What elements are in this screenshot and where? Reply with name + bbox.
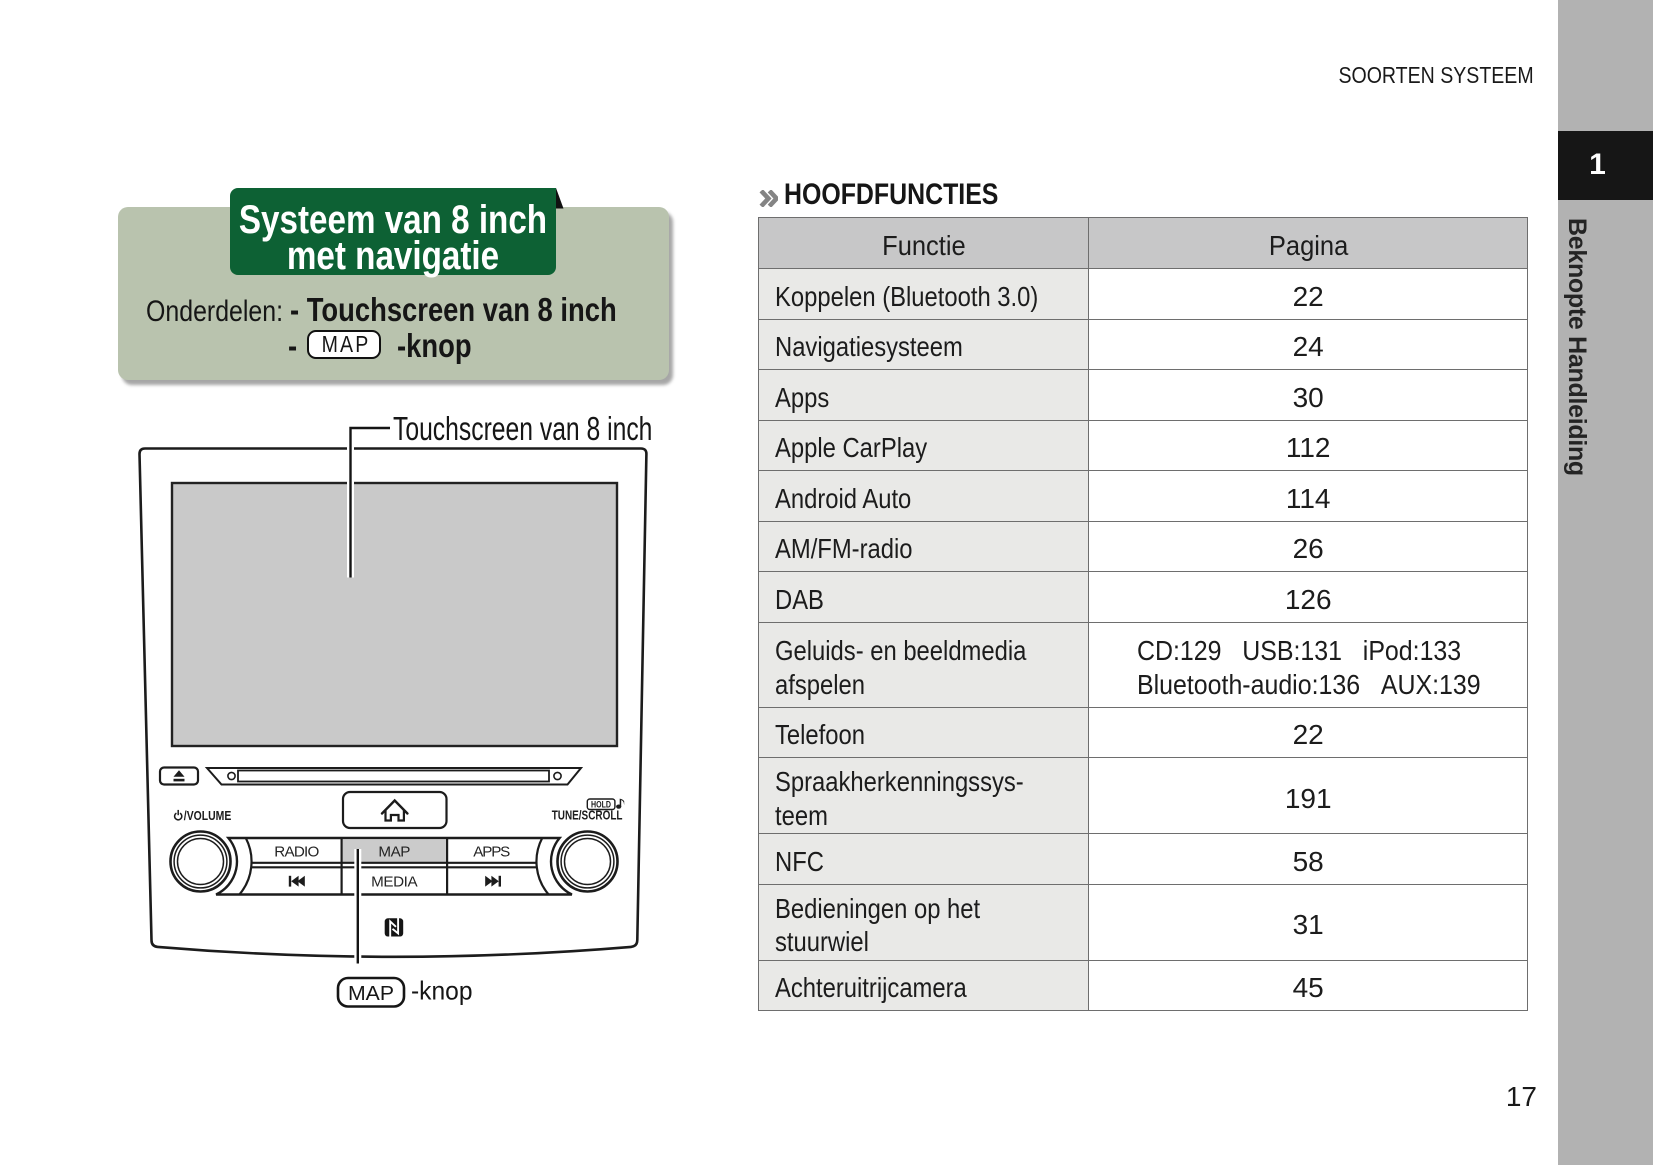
svg-text:TUNE/SCROLL: TUNE/SCROLL [552, 808, 623, 822]
svg-text:HOLD: HOLD [591, 800, 611, 811]
svg-text:/VOLUME: /VOLUME [184, 808, 232, 823]
svg-text:-knop: -knop [411, 976, 473, 1006]
svg-text:MAP: MAP [348, 983, 394, 1005]
svg-text:MEDIA: MEDIA [371, 874, 418, 891]
svg-text:APPS: APPS [473, 844, 510, 861]
svg-text:Touchscreen van 8 inch: Touchscreen van 8 inch [393, 410, 652, 447]
svg-text:MAP: MAP [378, 844, 410, 861]
svg-text:RADIO: RADIO [274, 844, 319, 861]
